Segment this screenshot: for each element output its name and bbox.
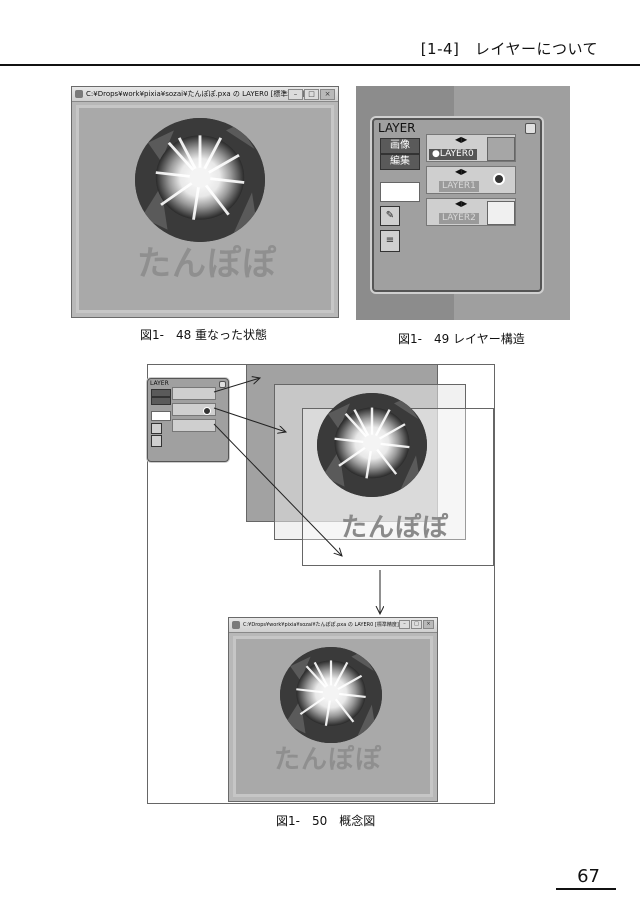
fig49-layer-name-0: ●LAYER0 — [429, 149, 477, 160]
fig50-mini-list-icon[interactable] — [151, 435, 162, 447]
fig50-result-window: C:¥Drops¥work¥pixia¥sozai¥たんぽぽ.pxa の LAY… — [228, 617, 438, 802]
fig49-tab-edit[interactable]: 編集 — [380, 154, 420, 170]
maximize-icon[interactable]: □ — [411, 620, 422, 629]
fig50-mini-layer-row-1[interactable] — [172, 403, 216, 416]
minimize-icon[interactable]: – — [399, 620, 410, 629]
fig48-window-titlebar: C:¥Drops¥work¥pixia¥sozai¥たんぽぽ.pxa の LAY… — [72, 87, 338, 102]
fig49-panel-title: LAYER — [378, 121, 416, 135]
fig50-result-canvas: たんぽぽ — [233, 636, 433, 797]
arrow-to-text-layer — [213, 423, 342, 556]
fig50-result-window-titlebar: C:¥Drops¥work¥pixia¥sozai¥たんぽぽ.pxa の LAY… — [229, 618, 437, 633]
fig49-layer-name-1: LAYER1 — [439, 181, 479, 192]
page-number: 67 — [577, 866, 600, 887]
minimize-icon[interactable]: – — [288, 89, 303, 100]
fig49-close-icon[interactable] — [525, 123, 536, 134]
fig49-layer-thumb-0 — [487, 137, 515, 161]
fig50-mini-tab-image[interactable] — [151, 389, 171, 397]
fig49-layer-row-1[interactable]: ◀▶ LAYER1 — [426, 166, 516, 194]
fig49-layer-name-2: LAYER2 — [439, 213, 479, 224]
fig50-caption: 図1- 50 概念図 — [276, 814, 376, 828]
fig50-mini-brush-icon[interactable] — [151, 423, 162, 434]
fig50-dandelion-image — [317, 393, 427, 497]
arrow-to-image-layer — [213, 407, 286, 432]
fig49-layer-row-0[interactable]: ◀▶ ●LAYER0 — [426, 134, 516, 162]
fig49-move-arrows-icon[interactable]: ◀▶ — [455, 199, 468, 208]
page-header-title: [1-4] レイヤーについて — [420, 40, 598, 58]
close-icon[interactable]: × — [320, 89, 335, 100]
close-icon[interactable]: × — [423, 620, 434, 629]
fig50-mini-thumb-icon — [203, 407, 211, 415]
fig49-brush-tool-icon[interactable]: ✎ — [380, 206, 400, 226]
fig50-mini-panel-title: LAYER — [150, 380, 169, 387]
header-rule — [0, 64, 640, 66]
fig48-caption: 図1- 48 重なった状態 — [140, 328, 268, 342]
fig49-color-box — [380, 182, 420, 202]
fig50-window-title: C:¥Drops¥work¥pixia¥sozai¥たんぽぽ.pxa の LAY… — [243, 622, 399, 628]
fig49-layer-row-2[interactable]: ◀▶ LAYER2 — [426, 198, 516, 226]
maximize-icon[interactable]: □ — [304, 89, 319, 100]
fig50-result-dandelion-image — [280, 647, 382, 743]
fig49-move-arrows-icon[interactable]: ◀▶ — [455, 135, 468, 144]
fig49-layer-thumb-2 — [487, 201, 515, 225]
fig50-mini-tab-edit[interactable] — [151, 397, 171, 405]
arrow-to-background-layer — [213, 378, 260, 393]
fig50-result-overlay-text: たんぽぽ — [274, 745, 383, 775]
fig48-window: C:¥Drops¥work¥pixia¥sozai¥たんぽぽ.pxa の LAY… — [71, 86, 339, 318]
fig48-window-title: C:¥Drops¥work¥pixia¥sozai¥たんぽぽ.pxa の LAY… — [86, 90, 305, 98]
fig49-layer-list-icon[interactable]: ≡ — [380, 230, 400, 252]
fig50-mini-close-icon[interactable] — [219, 381, 226, 388]
fig50-layer-overlay-text: たんぽぽ — [341, 513, 450, 543]
page-number-rule — [556, 888, 616, 890]
fig50-mini-color-box — [151, 411, 171, 421]
fig50-layer-text: たんぽぽ — [302, 393, 494, 566]
app-icon — [232, 621, 240, 629]
fig50-mini-layer-row-0[interactable] — [172, 387, 216, 400]
app-icon — [75, 90, 83, 98]
fig49-move-arrows-icon[interactable]: ◀▶ — [455, 167, 468, 176]
fig49-layer-panel: LAYER 画像 編集 ✎ ≡ ◀▶ ●LAYER0 ◀▶ LAYER1 ◀▶ … — [372, 118, 542, 292]
fig49-caption: 図1- 49 レイヤー構造 — [398, 332, 525, 346]
fig49-dandelion-thumb-icon — [493, 173, 505, 185]
fig49-tab-image[interactable]: 画像 — [380, 138, 420, 154]
fig48-dandelion-image — [135, 118, 265, 242]
fig48-canvas: たんぽぽ — [76, 105, 334, 313]
fig48-overlay-text: たんぽぽ — [137, 244, 277, 284]
